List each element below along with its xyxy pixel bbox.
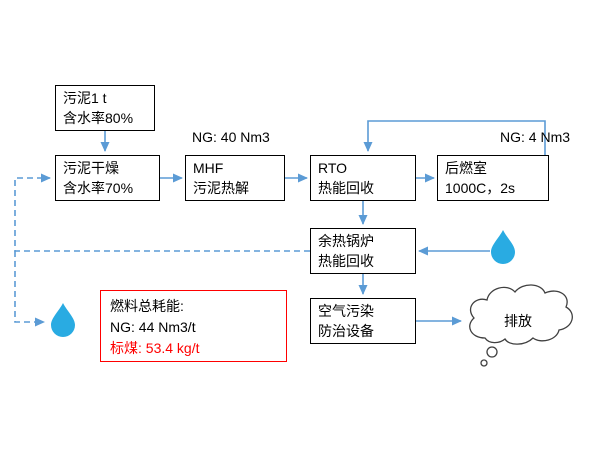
box-afterburner: 后燃室 1000C，2s: [437, 155, 549, 201]
box-sludge-input-line2: 含水率80%: [63, 110, 134, 126]
fuel-summary-ng: NG: 44 Nm3/t: [110, 319, 196, 335]
box-waste-heat-boiler: 余热锅炉 热能回收: [310, 228, 416, 274]
box-sludge-drying-line2: 含水率70%: [63, 180, 134, 196]
cloud-tail-bubble: [486, 346, 498, 358]
fuel-summary-coal: 标煤: 53.4 kg/t: [110, 340, 200, 356]
water-drop-icon: [491, 230, 515, 264]
fuel-summary-box: 燃料总耗能: NG: 44 Nm3/t 标煤: 53.4 kg/t: [100, 290, 287, 362]
box-air-pollution-control: 空气污染 防治设备: [310, 298, 416, 344]
box-afterburner-line2: 1000C，2s: [445, 180, 516, 196]
box-mhf-line2: 污泥热解: [193, 180, 249, 196]
box-sludge-drying-line1: 污泥干燥: [63, 160, 119, 176]
cloud-tail-bubble: [480, 359, 488, 367]
dashed-boiler-heat-to-drying: [14, 173, 310, 252]
arrow-afterburner-to-rto: [363, 120, 546, 155]
fuel-summary-title: 燃料总耗能:: [110, 298, 184, 314]
box-sludge-input-line1: 污泥1 t: [63, 90, 107, 106]
box-rto-line1: RTO: [318, 160, 348, 176]
box-mhf-line1: MHF: [193, 160, 224, 176]
dashed-boiler-heat-to-steam: [14, 251, 45, 327]
box-rto-line2: 热能回收: [318, 180, 374, 196]
box-air-pollution-control-line1: 空气污染: [318, 303, 374, 319]
box-rto: RTO 热能回收: [310, 155, 416, 201]
water-drop-icon: [51, 303, 75, 337]
box-waste-heat-boiler-line1: 余热锅炉: [318, 233, 374, 249]
box-mhf: MHF 污泥热解: [185, 155, 285, 201]
box-waste-heat-boiler-line2: 热能回收: [318, 253, 374, 269]
box-air-pollution-control-line2: 防治设备: [318, 323, 374, 339]
box-sludge-drying: 污泥干燥 含水率70%: [55, 155, 160, 201]
box-afterburner-line1: 后燃室: [445, 160, 487, 176]
box-sludge-input: 污泥1 t 含水率80%: [55, 85, 155, 131]
emission-cloud: [469, 284, 573, 367]
emission-label: 排放: [504, 313, 532, 329]
label-ng-afterburner: NG: 4 Nm3: [500, 129, 571, 145]
label-ng-mhf: NG: 40 Nm3: [192, 129, 270, 145]
